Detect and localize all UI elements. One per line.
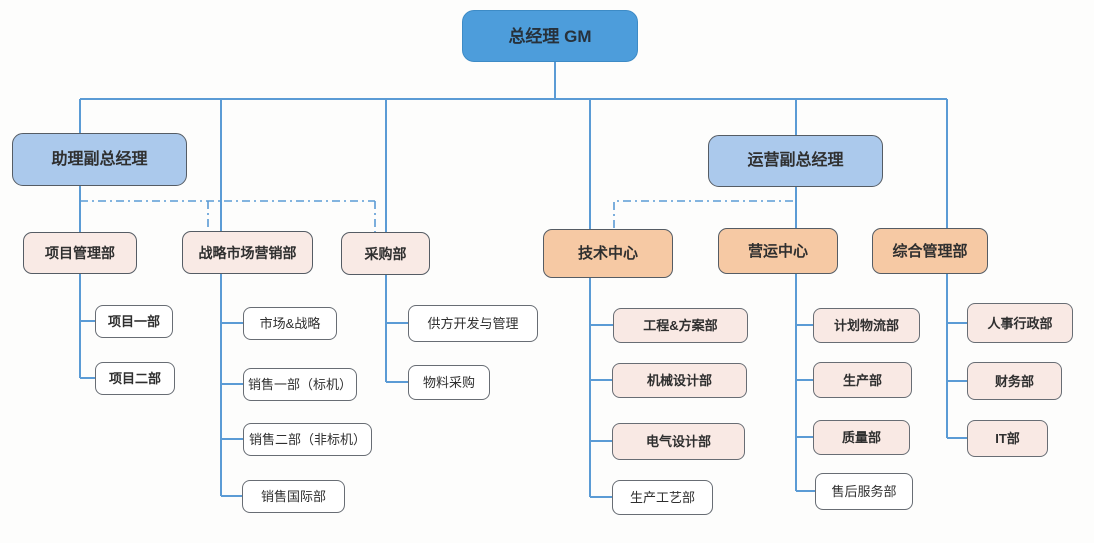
dashed-connectors [80,200,793,232]
org-node-engineering-solution-dept: 工程&方案部 [613,308,748,343]
org-node-strategy-marketing-dept: 战略市场营销部 [182,231,313,274]
org-node-finance-dept: 财务部 [967,362,1062,400]
org-node-production-dept: 生产部 [813,362,912,398]
org-node-market-strategy: 市场&战略 [243,307,337,340]
org-node-sales-dept-2-nonstandard: 销售二部（非标机） [243,423,372,456]
org-node-project-dept-2: 项目二部 [95,362,175,395]
org-node-technology-center: 技术中心 [543,229,673,278]
org-node-purchasing-dept: 采购部 [341,232,430,275]
org-node-quality-dept: 质量部 [813,420,910,455]
org-node-supplier-development: 供方开发与管理 [408,305,538,342]
org-node-after-sales-service-dept: 售后服务部 [815,473,913,510]
org-node-project-management-dept: 项目管理部 [23,232,137,274]
org-node-general-manager: 总经理 GM [462,10,638,62]
org-node-planning-logistics-dept: 计划物流部 [813,308,920,343]
org-node-sales-dept-1-standard: 销售一部（标机） [243,368,357,401]
org-node-mechanical-design-dept: 机械设计部 [612,363,747,398]
org-node-electrical-design-dept: 电气设计部 [612,423,745,460]
org-node-it-dept: IT部 [967,420,1048,457]
org-node-operations-deputy-gm: 运营副总经理 [708,135,883,187]
org-node-project-dept-1: 项目一部 [95,305,173,338]
org-node-operations-center: 营运中心 [718,228,838,274]
org-node-international-sales-dept: 销售国际部 [242,480,345,513]
org-node-assistant-deputy-gm: 助理副总经理 [12,133,187,186]
org-node-hr-admin-dept: 人事行政部 [967,303,1073,343]
org-node-general-management-dept: 综合管理部 [872,228,988,274]
org-node-material-purchasing: 物料采购 [408,365,490,400]
org-node-production-process-dept: 生产工艺部 [612,480,713,515]
